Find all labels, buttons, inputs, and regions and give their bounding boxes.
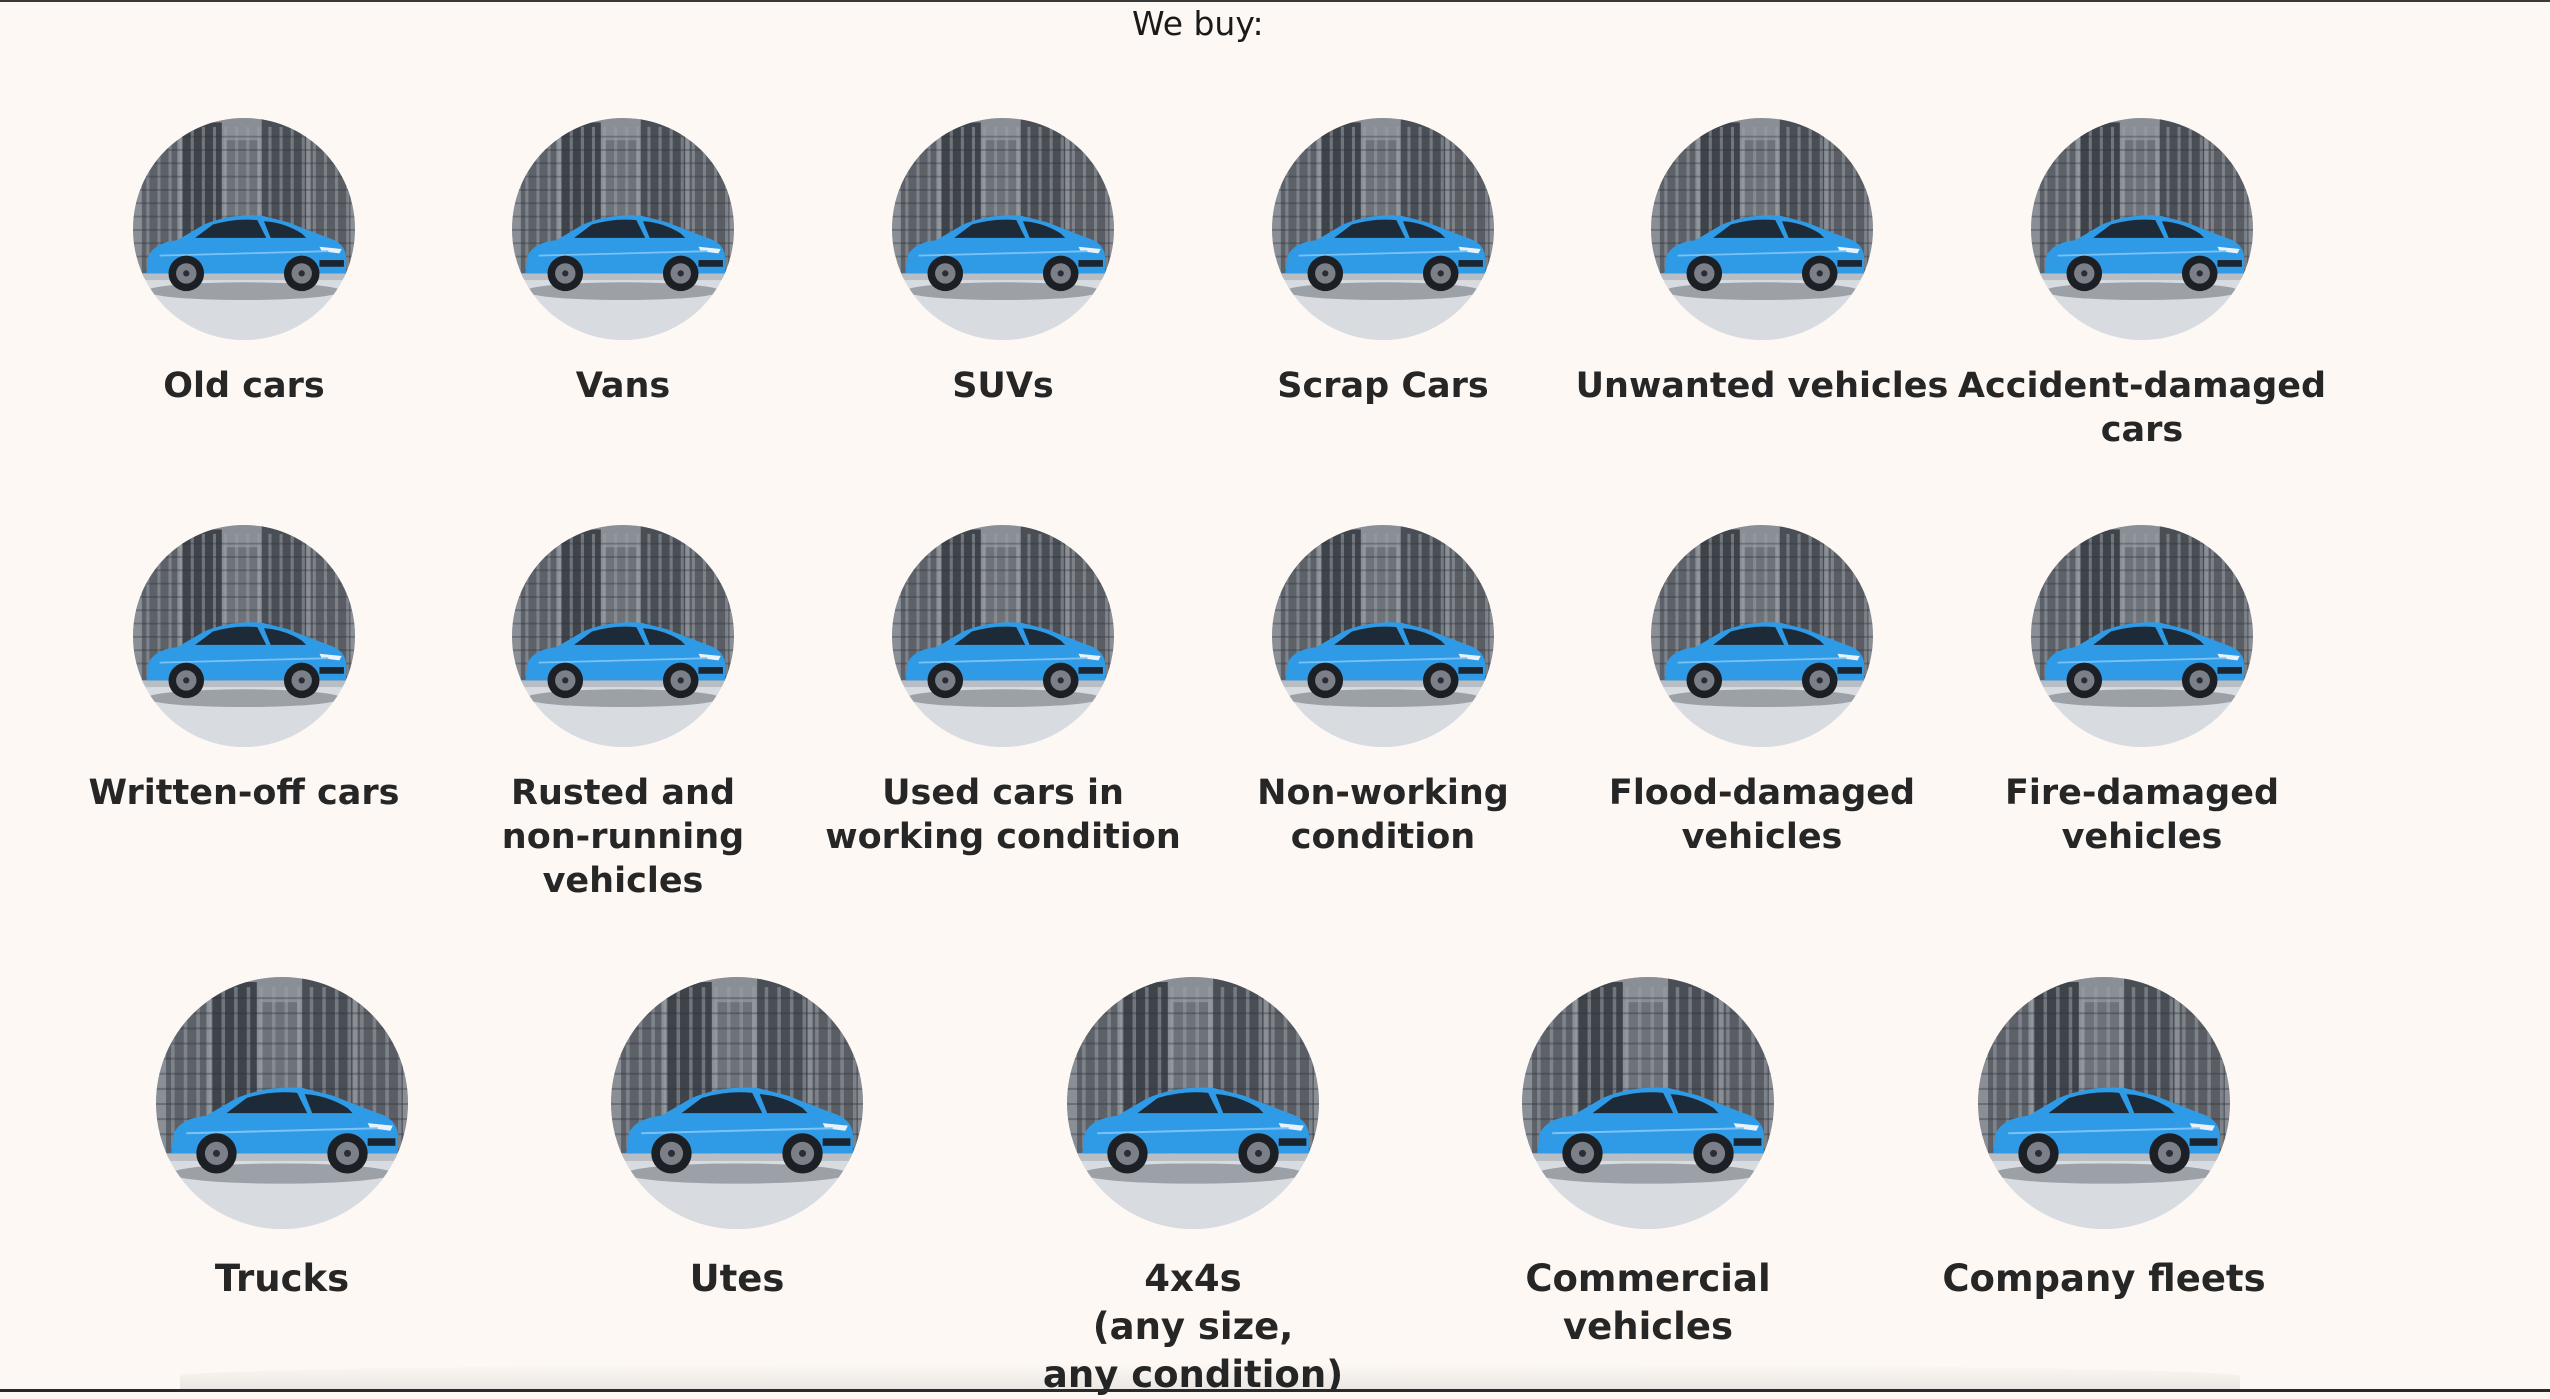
vehicle-type-label: 4x4s (any size, any condition) <box>1043 1257 1343 1396</box>
blue-car-photo <box>1272 118 1494 340</box>
vehicle-type-label: Accident-damaged cars <box>1957 366 2327 450</box>
blue-car-photo <box>2031 525 2253 747</box>
vehicle-type-label: SUVs <box>952 366 1054 406</box>
vehicle-type-rusted-non-running[interactable]: Rusted and non-running vehicles <box>413 525 833 903</box>
vehicle-type-4x4s[interactable]: 4x4s (any size, any condition) <box>983 977 1403 1399</box>
vehicle-type-label: Unwanted vehicles <box>1575 366 1949 406</box>
car-photo <box>892 118 1114 340</box>
vehicle-type-fire-damaged[interactable]: Fire-damaged vehicles <box>1932 525 2352 859</box>
car-photo <box>512 118 734 340</box>
vehicle-type-label: Company fleets <box>1942 1257 2266 1300</box>
car-photo <box>133 118 355 340</box>
blue-car-photo <box>892 118 1114 340</box>
car-photo <box>611 977 863 1229</box>
vehicle-type-vans[interactable]: Vans <box>413 118 833 408</box>
vehicle-type-trucks[interactable]: Trucks <box>72 977 492 1303</box>
car-photo <box>1978 977 2230 1229</box>
car-photo <box>1272 525 1494 747</box>
blue-car-photo <box>512 525 734 747</box>
vehicle-type-utes[interactable]: Utes <box>527 977 947 1303</box>
blue-car-photo <box>156 977 408 1229</box>
blue-car-photo <box>1651 525 1873 747</box>
blue-car-photo <box>1651 118 1873 340</box>
blue-car-photo <box>611 977 863 1229</box>
vehicle-type-label: Old cars <box>163 366 325 406</box>
blue-car-photo <box>133 525 355 747</box>
car-photo <box>1651 525 1873 747</box>
vehicle-type-commercial-vehicles[interactable]: Commercial vehicles <box>1438 977 1858 1351</box>
blue-car-photo <box>2031 118 2253 340</box>
vehicle-type-label: Used cars in working condition <box>825 773 1181 857</box>
vehicle-type-suvs[interactable]: SUVs <box>793 118 1213 408</box>
car-photo <box>133 525 355 747</box>
top-border <box>0 0 2550 2</box>
blue-car-photo <box>1978 977 2230 1229</box>
vehicle-type-company-fleets[interactable]: Company fleets <box>1894 977 2314 1303</box>
vehicle-type-label: Vans <box>575 366 671 406</box>
vehicle-type-label: Scrap Cars <box>1277 366 1489 406</box>
vehicle-type-label: Trucks <box>214 1257 350 1300</box>
car-photo <box>2031 118 2253 340</box>
vehicle-type-old-cars[interactable]: Old cars <box>34 118 454 408</box>
blue-car-photo <box>892 525 1114 747</box>
bottom-shadow <box>180 1363 2240 1389</box>
vehicle-type-scrap-cars[interactable]: Scrap Cars <box>1173 118 1593 408</box>
vehicle-type-label: Rusted and non-running vehicles <box>501 773 745 901</box>
vehicle-type-label: Written-off cars <box>88 773 400 813</box>
car-photo <box>1651 118 1873 340</box>
vehicle-type-label: Flood-damaged vehicles <box>1608 773 1916 857</box>
car-photo <box>156 977 408 1229</box>
car-photo <box>512 525 734 747</box>
vehicle-type-label: Utes <box>689 1257 785 1300</box>
vehicle-type-unwanted-vehicles[interactable]: Unwanted vehicles <box>1552 118 1972 408</box>
vehicle-type-non-working[interactable]: Non-working condition <box>1173 525 1593 859</box>
blue-car-photo <box>1522 977 1774 1229</box>
vehicle-type-accident-damaged-cars[interactable]: Accident-damaged cars <box>1932 118 2352 452</box>
bottom-border <box>0 1389 2550 1392</box>
vehicle-type-label: Non-working condition <box>1257 773 1509 857</box>
vehicle-type-flood-damaged[interactable]: Flood-damaged vehicles <box>1552 525 1972 859</box>
car-photo <box>1067 977 1319 1229</box>
blue-car-photo <box>512 118 734 340</box>
car-photo <box>1522 977 1774 1229</box>
section-heading: We buy: <box>1132 4 1264 43</box>
vehicle-type-label: Commercial vehicles <box>1525 1257 1771 1348</box>
car-photo <box>1272 118 1494 340</box>
blue-car-photo <box>1067 977 1319 1229</box>
vehicle-type-label: Fire-damaged vehicles <box>2004 773 2280 857</box>
vehicle-type-used-working[interactable]: Used cars in working condition <box>793 525 1213 859</box>
vehicle-type-written-off-cars[interactable]: Written-off cars <box>34 525 454 815</box>
blue-car-photo <box>1272 525 1494 747</box>
car-photo <box>2031 525 2253 747</box>
blue-car-photo <box>133 118 355 340</box>
car-photo <box>892 525 1114 747</box>
